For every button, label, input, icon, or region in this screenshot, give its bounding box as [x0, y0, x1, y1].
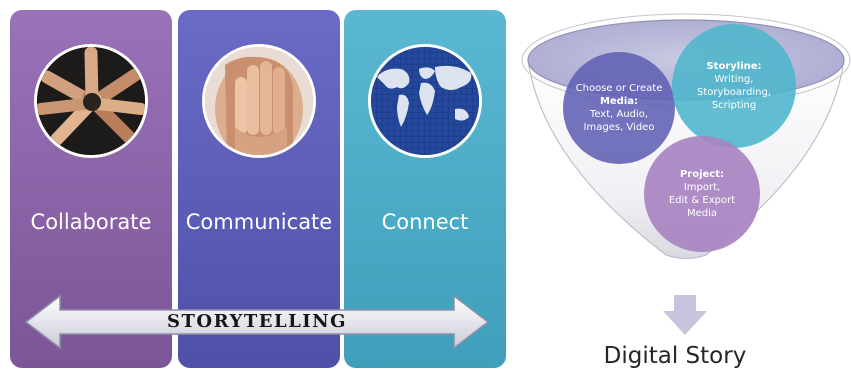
- media-bubble: Choose or Create Media: Text, Audio, Ima…: [563, 52, 675, 164]
- storytelling-arrow: STORYTELLING: [24, 292, 490, 352]
- panel-label: Communicate: [185, 210, 333, 234]
- media-line2: Text, Audio,: [589, 109, 649, 120]
- joined-hands-photo: [34, 44, 148, 158]
- project-bubble: Project: Import, Edit & Export Media: [644, 136, 760, 252]
- panel-communicate: Communicate: [178, 10, 340, 368]
- storyline-line2: Storyboarding,: [697, 87, 771, 98]
- panel-label: Connect: [381, 210, 469, 234]
- media-title: Media:: [599, 96, 639, 107]
- panel-label: Collaborate: [30, 210, 152, 234]
- storyline-bubble: Storyline: Writing, Storyboarding, Scrip…: [672, 24, 796, 148]
- funnel-diagram: Choose or Create Media: Text, Audio, Ima…: [518, 0, 851, 300]
- down-arrow-icon: [663, 295, 707, 335]
- world-map-photo: [368, 44, 482, 158]
- panel-collaborate: Collaborate: [10, 10, 172, 368]
- storyline-line1: Writing,: [714, 74, 754, 85]
- digital-story-label: Digital Story: [603, 343, 747, 369]
- ear-listening-photo: [202, 44, 316, 158]
- storyline-line3: Scripting: [711, 100, 757, 111]
- media-line1: Choose or Create: [575, 83, 663, 94]
- project-line1: Import,: [683, 182, 721, 193]
- panel-connect: Connect: [344, 10, 506, 368]
- project-line2: Edit & Export: [668, 195, 736, 206]
- project-title: Project:: [679, 169, 725, 180]
- media-line3: Images, Video: [583, 122, 655, 133]
- project-line3: Media: [686, 208, 718, 219]
- storyline-title: Storyline:: [706, 61, 762, 72]
- storytelling-label: STORYTELLING: [167, 311, 347, 332]
